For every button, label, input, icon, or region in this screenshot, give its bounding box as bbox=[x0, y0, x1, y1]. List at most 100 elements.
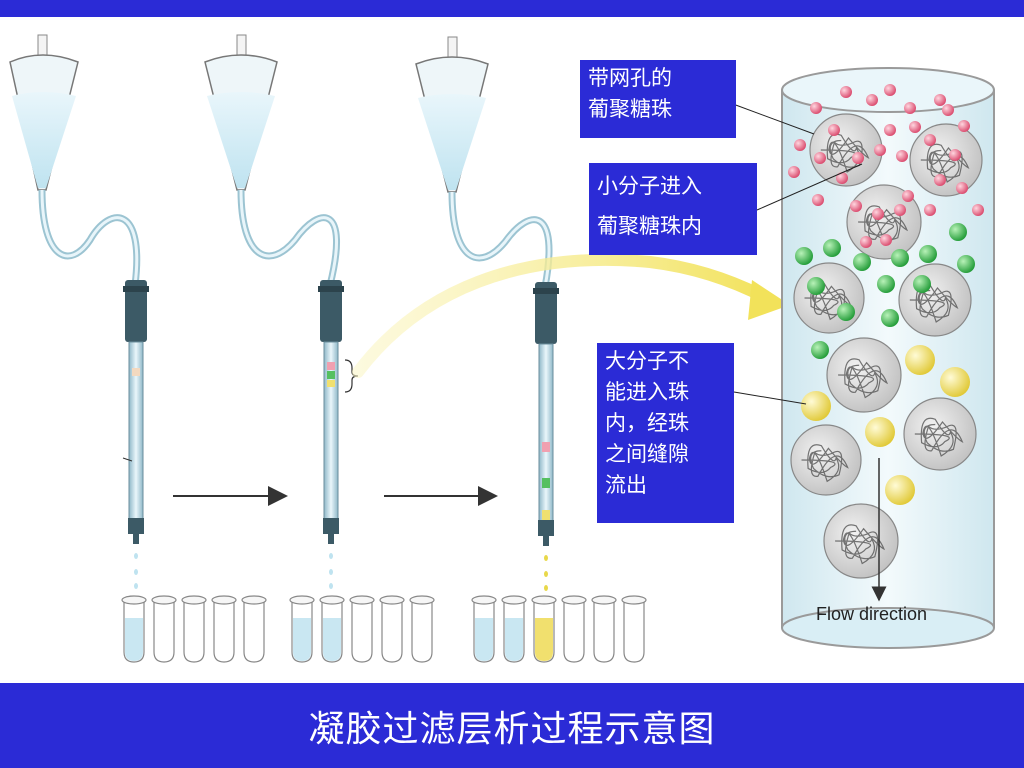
medium-molecule bbox=[811, 341, 829, 359]
small-molecule bbox=[924, 134, 936, 146]
zoomed-column bbox=[781, 67, 995, 649]
pointer-beads bbox=[732, 103, 815, 135]
test-tube bbox=[183, 600, 205, 663]
callout-small-molecules-line-1: 小分子进入 bbox=[597, 174, 702, 198]
test-tube-rim bbox=[379, 595, 405, 605]
callout-large-molecules-line-4: 之间缝隙 bbox=[605, 442, 689, 466]
callout-large-molecules-line-5: 流出 bbox=[605, 473, 647, 497]
test-tube-rim bbox=[501, 595, 527, 605]
test-tube bbox=[243, 600, 265, 663]
pointer-large bbox=[733, 391, 807, 405]
porous-bead bbox=[790, 424, 862, 496]
callout-large-molecules-line-2: 能进入珠 bbox=[605, 380, 689, 404]
callout-porous-beads: 带网孔的 葡聚糖珠 bbox=[580, 60, 736, 138]
medium-molecule bbox=[823, 239, 841, 257]
bead-mesh bbox=[920, 143, 970, 183]
medium-molecule bbox=[795, 247, 813, 265]
bottom-bar: 凝胶过滤层析过程示意图 bbox=[0, 683, 1024, 768]
small-molecule bbox=[814, 152, 826, 164]
test-tube-rim bbox=[181, 595, 207, 605]
test-tube-rim bbox=[621, 595, 647, 605]
flow-direction-label: Flow direction bbox=[816, 604, 928, 624]
small-molecule bbox=[866, 94, 878, 106]
test-tube bbox=[381, 600, 403, 663]
pointer-small bbox=[756, 163, 863, 211]
large-molecule bbox=[940, 367, 970, 397]
small-molecule bbox=[810, 102, 822, 114]
test-tube-rim bbox=[289, 595, 315, 605]
test-tubes-group-2 bbox=[289, 595, 435, 663]
small-molecule bbox=[909, 121, 921, 133]
large-molecule bbox=[905, 345, 935, 375]
callout-large-molecules: 大分子不 能进入珠 内，经珠 之间缝隙 流出 bbox=[597, 343, 734, 523]
small-molecule bbox=[872, 208, 884, 220]
callout-large-molecules-line-3: 内，经珠 bbox=[605, 411, 689, 435]
test-tube-rim bbox=[151, 595, 177, 605]
test-tube bbox=[593, 600, 615, 663]
small-molecule bbox=[840, 86, 852, 98]
test-tubes-group-3 bbox=[471, 595, 647, 663]
small-molecule bbox=[836, 172, 848, 184]
medium-molecule bbox=[919, 245, 937, 263]
small-molecule bbox=[894, 204, 906, 216]
test-tube-rim bbox=[561, 595, 587, 605]
medium-molecule bbox=[891, 249, 909, 267]
small-molecule bbox=[942, 104, 954, 116]
test-tube-liquid bbox=[505, 618, 523, 661]
apparatus-3 bbox=[415, 36, 559, 591]
small-molecule bbox=[884, 124, 896, 136]
diagram-canvas bbox=[9, 34, 995, 663]
medium-molecule bbox=[913, 275, 931, 293]
slide-title: 凝胶过滤层析过程示意图 bbox=[308, 708, 716, 750]
test-tube bbox=[411, 600, 433, 663]
small-molecule bbox=[904, 102, 916, 114]
test-tube-rim bbox=[531, 595, 557, 605]
large-molecule bbox=[865, 417, 895, 447]
test-tube-rim bbox=[409, 595, 435, 605]
callout-porous-beads-line-1: 带网孔的 bbox=[588, 66, 672, 90]
small-molecule bbox=[934, 94, 946, 106]
test-tube bbox=[213, 600, 235, 663]
top-bar bbox=[0, 0, 1024, 17]
zoom-arrow bbox=[352, 253, 776, 378]
medium-molecule bbox=[957, 255, 975, 273]
large-molecule bbox=[885, 475, 915, 505]
small-molecule bbox=[924, 204, 936, 216]
medium-molecule bbox=[807, 277, 825, 295]
test-tube-liquid bbox=[535, 618, 553, 661]
apparatus-1 bbox=[9, 34, 149, 589]
small-molecule bbox=[874, 144, 886, 156]
bead-mesh bbox=[835, 524, 886, 565]
bead-mesh bbox=[820, 133, 870, 173]
callout-large-molecules-line-1: 大分子不 bbox=[605, 349, 689, 373]
small-molecule bbox=[956, 182, 968, 194]
callout-small-molecules-line-2: 葡聚糖珠内 bbox=[597, 214, 702, 238]
test-tube-liquid bbox=[475, 618, 493, 661]
bead-mesh bbox=[914, 417, 964, 457]
apparatus-2 bbox=[204, 34, 359, 589]
small-molecule bbox=[958, 120, 970, 132]
small-molecule bbox=[794, 139, 806, 151]
porous-bead bbox=[903, 397, 977, 471]
small-molecule bbox=[896, 150, 908, 162]
small-molecule bbox=[902, 190, 914, 202]
test-tube bbox=[623, 600, 645, 663]
bead-mesh bbox=[858, 205, 909, 246]
bead-mesh bbox=[801, 444, 849, 483]
test-tube-liquid bbox=[125, 618, 143, 661]
medium-molecule bbox=[853, 253, 871, 271]
test-tubes-group-1 bbox=[121, 595, 267, 663]
large-molecule bbox=[801, 391, 831, 421]
small-molecule bbox=[850, 200, 862, 212]
test-tube bbox=[563, 600, 585, 663]
test-tube-rim bbox=[319, 595, 345, 605]
zoom-arrow-head bbox=[748, 280, 790, 320]
test-tube-liquid bbox=[293, 618, 311, 661]
test-tube-rim bbox=[591, 595, 617, 605]
test-tube bbox=[351, 600, 373, 663]
callout-small-molecules: 小分子进入 葡聚糖珠内 bbox=[589, 163, 757, 255]
small-molecule bbox=[812, 194, 824, 206]
bead-mesh bbox=[909, 283, 959, 323]
test-tube-rim bbox=[241, 595, 267, 605]
small-molecule bbox=[884, 84, 896, 96]
